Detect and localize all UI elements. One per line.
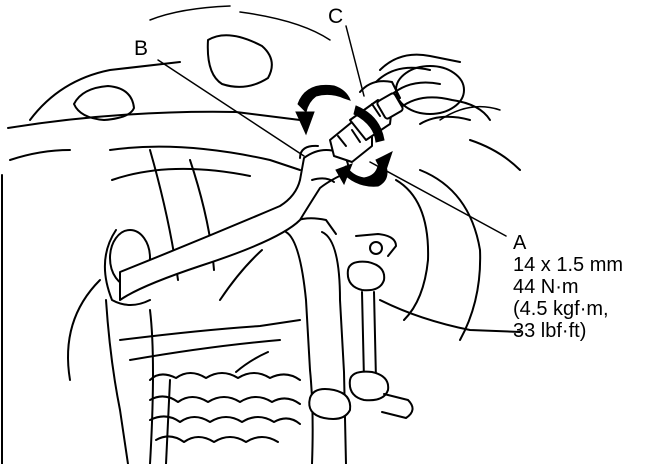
lower-arm <box>119 249 301 361</box>
steering-boot <box>149 351 301 464</box>
rotation-arrows <box>295 84 393 187</box>
spec-thread: 14 x 1.5 mm <box>513 254 624 276</box>
torque-spec: A 14 x 1.5 mm 44 N·m (4.5 kgf·m, 33 lbf·… <box>513 232 623 342</box>
spec-torque-kgf: (4.5 kgf·m, <box>513 298 609 320</box>
ball-joint-stud <box>329 92 404 163</box>
spec-torque-nm: 44 N·m <box>513 276 579 298</box>
wheel-well-outline <box>1 5 331 464</box>
stabilizer-link <box>308 233 414 420</box>
upper-arm <box>67 145 301 464</box>
callout-a: A <box>513 232 527 254</box>
brake-assembly <box>379 105 521 341</box>
strut-body <box>281 199 347 464</box>
callout-b: B <box>134 37 149 60</box>
spec-torque-lbf: 33 lbf·ft) <box>513 320 587 342</box>
callout-c: C <box>328 5 344 28</box>
leader-lines <box>157 25 507 237</box>
